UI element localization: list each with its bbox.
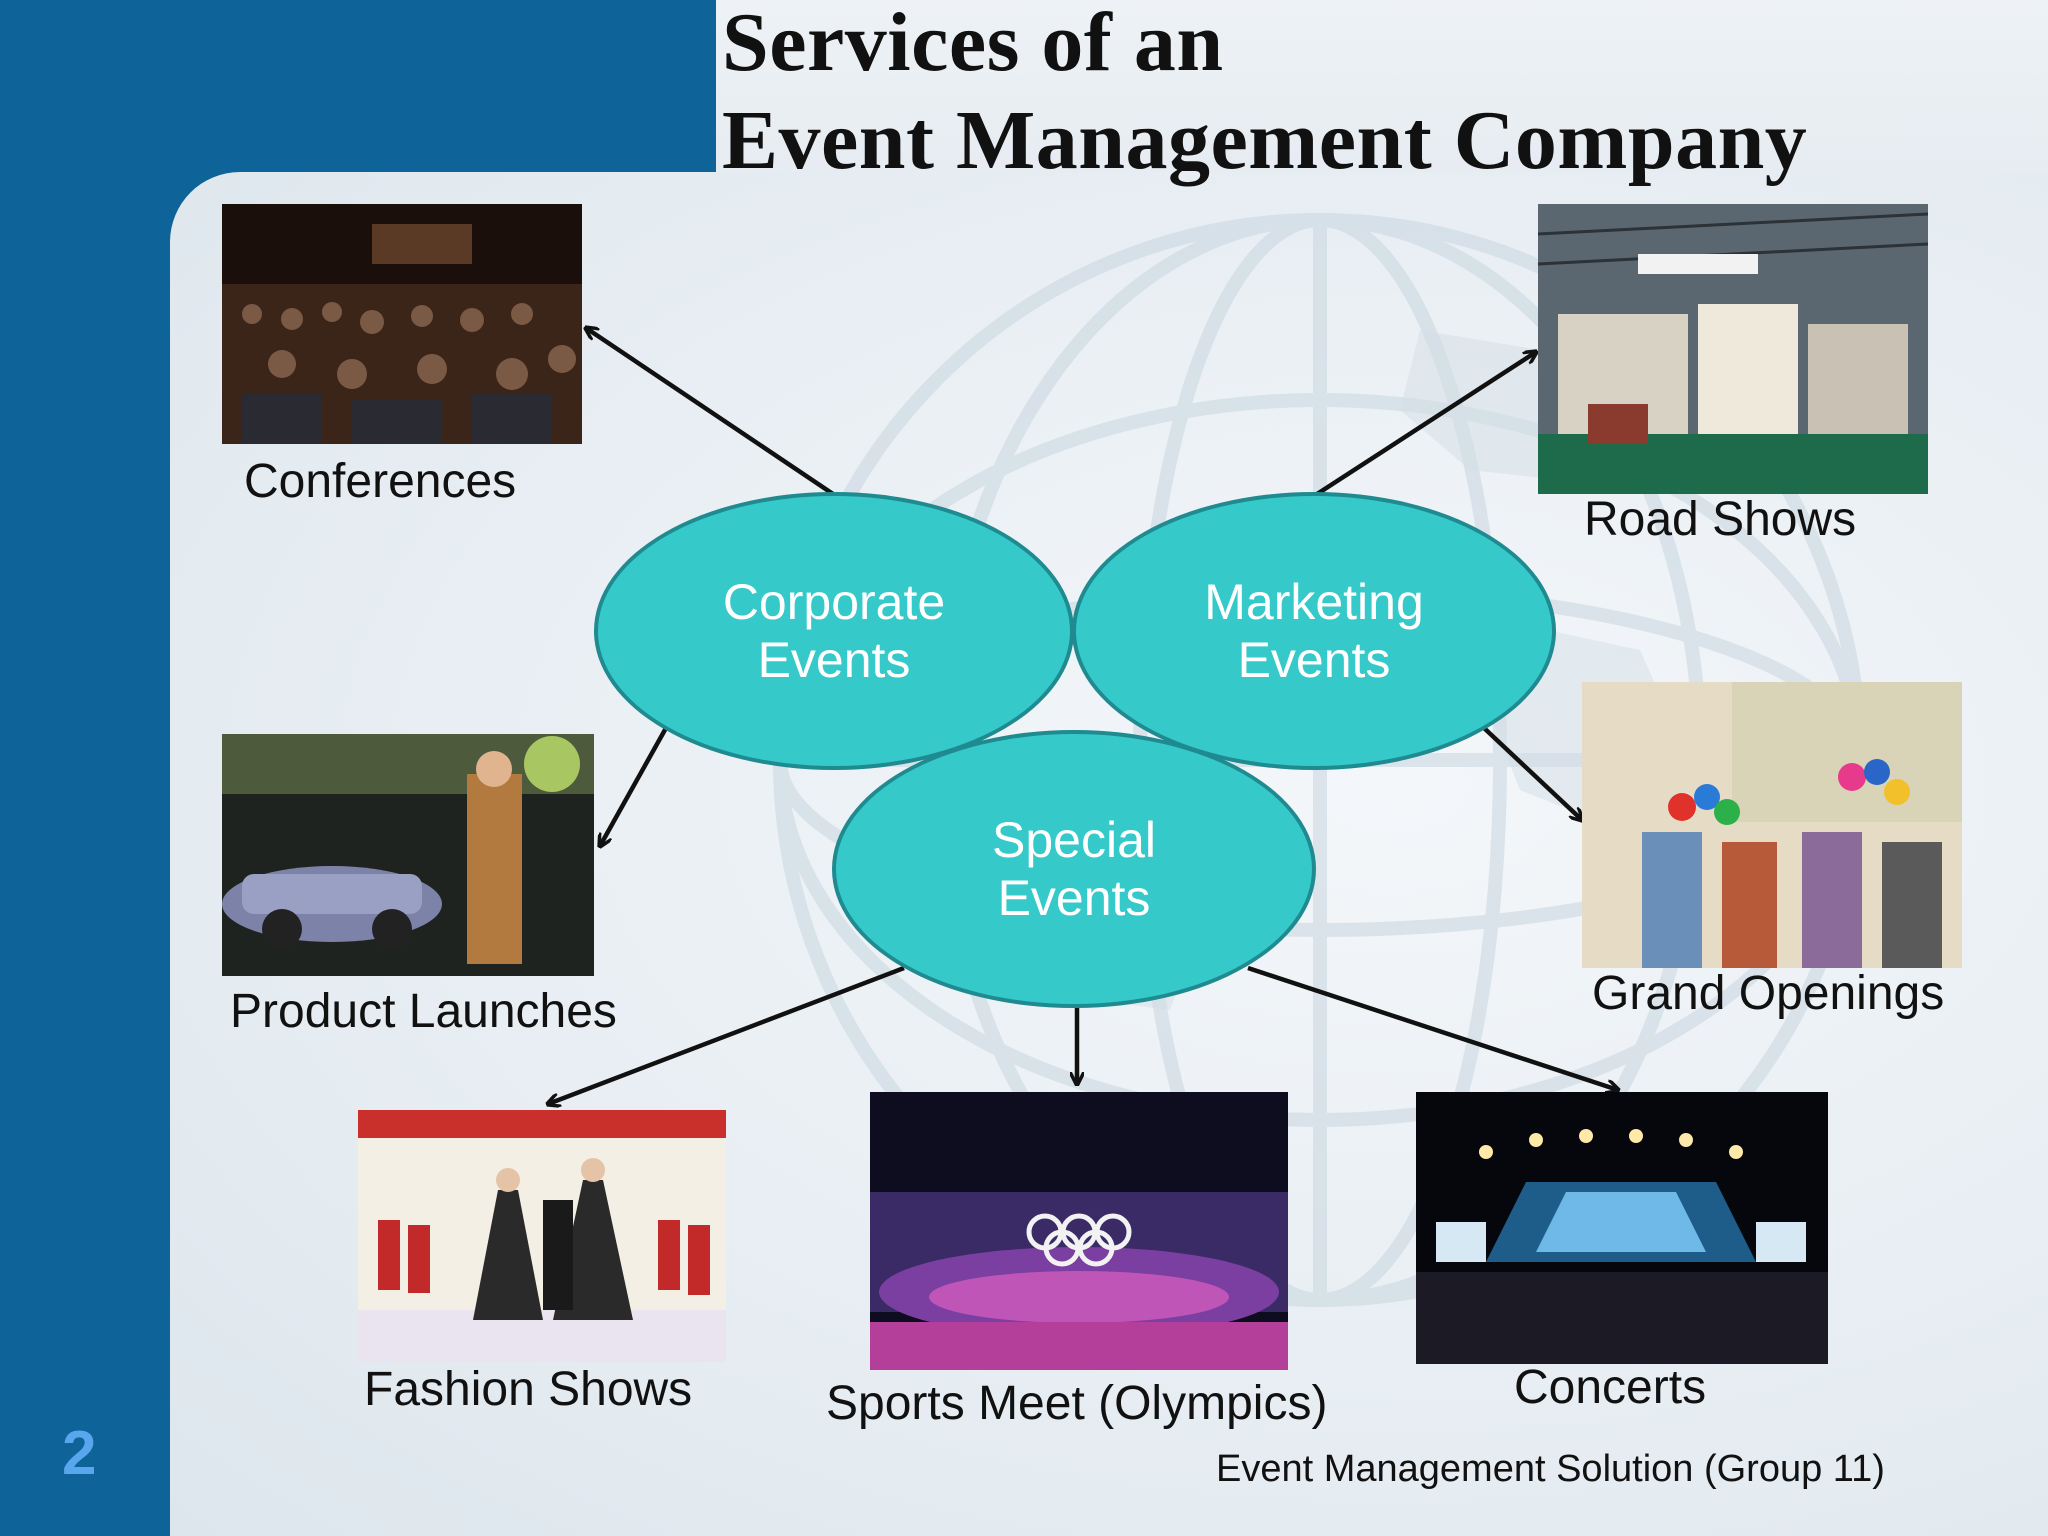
slide-title: Services of an Event Management Company bbox=[722, 0, 1807, 190]
corporate-events-line2: Events bbox=[757, 632, 911, 688]
slide-footer: Event Management Solution (Group 11) bbox=[1216, 1448, 1885, 1490]
grand-openings-label: Grand Openings bbox=[1592, 967, 1945, 1020]
fashion-shows-label: Fashion Shows bbox=[364, 1363, 693, 1416]
conferences-photo bbox=[222, 204, 582, 444]
title-line-2: Event Management Company bbox=[722, 94, 1808, 187]
special-events-node: Special Events bbox=[832, 730, 1316, 1008]
fashion-shows-photo bbox=[358, 1110, 726, 1362]
marketing-events-line1: Marketing bbox=[1204, 574, 1424, 630]
product-launches-label: Product Launches bbox=[230, 985, 617, 1038]
sports-meet-photo bbox=[870, 1092, 1288, 1370]
road-shows-label: Road Shows bbox=[1584, 493, 1857, 546]
title-line-1: Services of an bbox=[722, 0, 1224, 89]
road-shows-photo bbox=[1538, 204, 1928, 494]
sports-meet-label: Sports Meet (Olympics) bbox=[826, 1377, 1328, 1430]
page-number: 2 bbox=[62, 1419, 97, 1488]
top-left-band bbox=[0, 0, 716, 172]
special-events-line2: Events bbox=[997, 870, 1151, 926]
concerts-label: Concerts bbox=[1514, 1361, 1707, 1414]
marketing-events-node: Marketing Events bbox=[1072, 492, 1556, 770]
product-launches-photo bbox=[222, 734, 594, 976]
corporate-events-node: Corporate Events bbox=[594, 492, 1074, 770]
marketing-events-line2: Events bbox=[1237, 632, 1391, 688]
conferences-label: Conferences bbox=[244, 455, 517, 508]
title-area bbox=[716, 0, 2048, 172]
corporate-events-line1: Corporate bbox=[722, 574, 946, 630]
grand-openings-photo bbox=[1582, 682, 1962, 968]
concerts-photo bbox=[1416, 1092, 1828, 1364]
left-sidebar-band bbox=[0, 0, 170, 1536]
special-events-line1: Special bbox=[992, 812, 1156, 868]
